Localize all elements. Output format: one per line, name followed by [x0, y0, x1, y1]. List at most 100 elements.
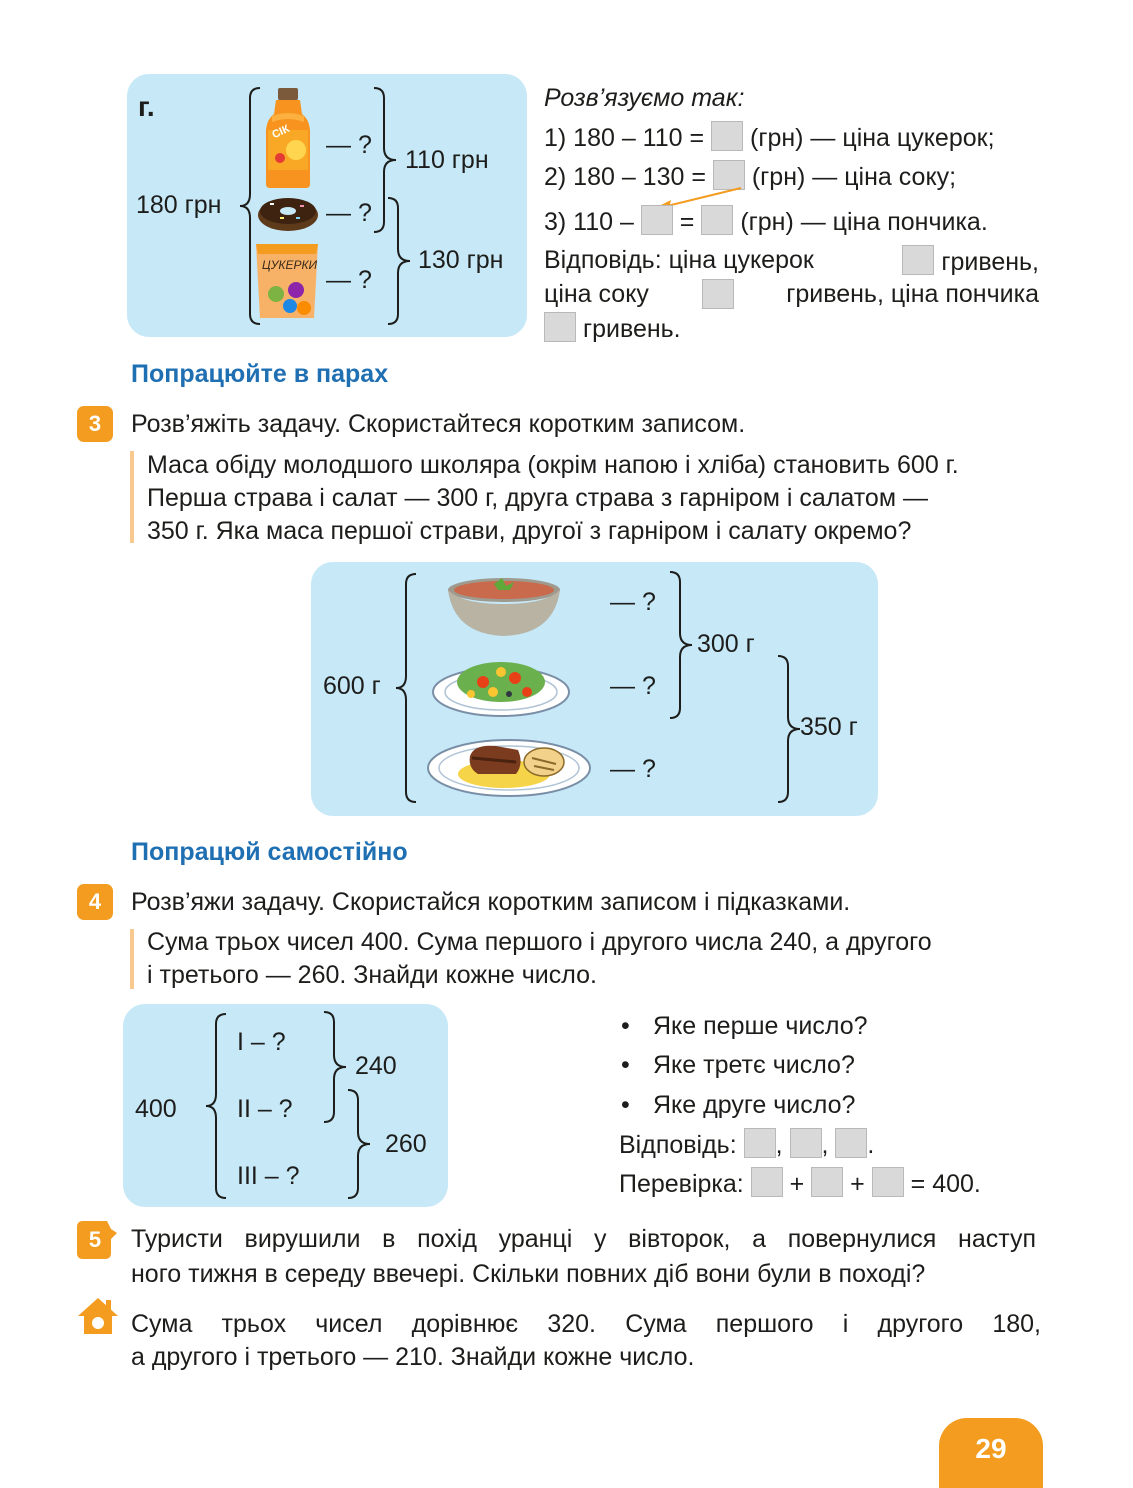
task-4-check-label: Перевірка: — [619, 1170, 744, 1198]
task-4-prompt: Розв’яжи задачу. Скористайся коротким за… — [131, 888, 851, 916]
answer-juice-box[interactable] — [701, 279, 734, 309]
task-5-line-2: ного тижня в середу ввечері. Скільки пов… — [131, 1260, 926, 1288]
hint-2-text: Яке третє число? — [653, 1051, 855, 1079]
answer-1-a: Відповідь: ціна цукерок — [544, 246, 814, 274]
soup-question: — ? — [610, 588, 656, 616]
answer-1-b: гривень, — [941, 248, 1039, 276]
step-1-expr: 1) 180 – 110 = — [544, 124, 705, 152]
task-4-sum-260: 260 — [385, 1130, 427, 1158]
task-5-line-1: Туристи вирушили в похід уранці у вівтор… — [131, 1225, 1036, 1253]
soup-bowl-image — [448, 578, 560, 636]
task-3-total: 600 г — [323, 672, 381, 700]
steak-question: — ? — [610, 755, 656, 783]
step-2: 2) 180 – 130 = (грн) — ціна соку; — [544, 160, 956, 192]
hint-3-text: Яке друге число? — [653, 1091, 856, 1119]
step-3: 3) 110 – = (грн) — ціна пончика. — [544, 205, 988, 237]
task-3-left-brace — [395, 573, 417, 803]
answer-3: гривень. — [582, 315, 681, 343]
answer-line-2: ціна соку гривень, ціна пончика — [544, 279, 1039, 309]
task-3-brace-300 — [669, 571, 693, 719]
hint-bullet: • — [621, 1051, 630, 1079]
task-3-sum-300: 300 г — [697, 630, 755, 658]
donut-image — [258, 198, 318, 231]
task-4-answer-box-1[interactable] — [743, 1128, 776, 1158]
answer-2-a: ціна соку — [544, 280, 649, 308]
salad-plate-image — [432, 662, 570, 717]
task-5-badge: 5 — [88, 1227, 102, 1252]
task-4-brace-240 — [323, 1011, 347, 1123]
task-g-sum-130: 130 грн — [418, 246, 504, 274]
solve-title: Розв’язуємо так: — [544, 84, 745, 112]
candy-question: — ? — [326, 266, 372, 294]
task-4-answer: Відповідь: , , . — [619, 1128, 874, 1160]
task-4-number-1: I – ? — [237, 1028, 286, 1056]
step-3-box-b[interactable] — [701, 205, 734, 235]
home-icon — [78, 1298, 118, 1334]
task-5-badge-shape — [77, 1221, 117, 1259]
task-3-line-1: Маса обіду молодшого школяра (окрім напо… — [147, 451, 959, 479]
donut-question: — ? — [326, 199, 372, 227]
task-4-line-1: Сума трьох чисел 400. Сума першого і дру… — [147, 928, 932, 956]
step-1: 1) 180 – 110 = (грн) — ціна цукерок; — [544, 121, 995, 153]
task-4-panel — [123, 1004, 448, 1207]
task-4-answer-box-2[interactable] — [789, 1128, 822, 1158]
candy-bag-label: ЦУКЕРКИ — [262, 258, 318, 272]
task-4-answer-box-3[interactable] — [835, 1128, 868, 1158]
task-g-brace-130 — [387, 197, 411, 325]
task-3-quote-bar — [130, 451, 134, 543]
candy-bag-image — [256, 244, 318, 318]
answer-candy-box[interactable] — [902, 245, 935, 275]
homework-line-1: Сума трьох чисел дорівнює 320. Сума перш… — [131, 1310, 1041, 1338]
step-2-answer-box[interactable] — [712, 160, 745, 190]
step-3-eq: = — [679, 208, 695, 236]
task-4-number-2: II – ? — [237, 1095, 293, 1123]
step-2-expr: 2) 180 – 130 = — [544, 163, 706, 191]
hint-bullet: • — [621, 1091, 630, 1119]
task-4-check: Перевірка: + + = 400. — [619, 1167, 981, 1199]
task-4-check-box-2[interactable] — [811, 1167, 844, 1197]
step-1-answer-box[interactable] — [711, 121, 744, 151]
step-1-desc: (грн) — ціна цукерок; — [750, 124, 995, 152]
hint-bullet: • — [621, 1012, 630, 1040]
task-3-sum-350: 350 г — [800, 713, 858, 741]
task-3-brace-350 — [777, 655, 801, 803]
section-self-heading: Попрацюй самостійно — [131, 838, 408, 866]
task-4-total: 400 — [135, 1095, 177, 1123]
step-3-box-a[interactable] — [640, 205, 673, 235]
task-g-sum-110: 110 грн — [405, 146, 489, 174]
hint-1: • Яке перше число? — [621, 1011, 868, 1041]
task-4-brace-260 — [347, 1089, 371, 1199]
answer-2-b: гривень, ціна пончика — [786, 280, 1039, 308]
task-g-left-brace — [239, 87, 261, 325]
section-pairs-heading: Попрацюйте в парах — [131, 360, 389, 388]
task-4-check-result: = 400. — [910, 1170, 981, 1198]
hint-1-text: Яке перше число? — [653, 1012, 868, 1040]
task-4-sum-240: 240 — [355, 1052, 397, 1080]
juice-bottle-image — [266, 88, 310, 188]
task-g-panel — [127, 74, 527, 337]
answer-line-3: гривень. — [544, 312, 681, 344]
hint-2: • Яке третє число? — [621, 1050, 855, 1080]
step-3-desc: (грн) — ціна пончика. — [740, 208, 988, 236]
task-g-brace-110 — [373, 87, 397, 233]
task-3-prompt: Розв’яжіть задачу. Скористайтеся коротки… — [131, 410, 746, 438]
task-4-number-3: III – ? — [237, 1162, 300, 1190]
answer-donut-box[interactable] — [544, 312, 576, 342]
task-4-left-brace — [205, 1013, 227, 1199]
task-4-check-box-1[interactable] — [750, 1167, 783, 1197]
step-2-desc: (грн) — ціна соку; — [751, 163, 957, 191]
task-4-badge: 4 — [77, 884, 113, 920]
task-g-letter: г. — [138, 91, 155, 122]
task-3-line-2: Перша страва і салат — 300 г, друга стра… — [147, 484, 928, 512]
task-3-line-3: 350 г. Яка маса першої страви, другої з … — [147, 517, 912, 545]
hint-3: • Яке друге число? — [621, 1090, 855, 1120]
task-4-check-box-3[interactable] — [871, 1167, 904, 1197]
salad-question: — ? — [610, 672, 656, 700]
step-3-expr: 3) 110 – — [544, 208, 634, 236]
juice-question: — ? — [326, 131, 372, 159]
task-4-quote-bar — [130, 929, 134, 989]
page-number: 29 — [939, 1418, 1043, 1488]
task-3-badge: 3 — [77, 406, 113, 442]
task-g-total: 180 грн — [136, 191, 222, 219]
answer-line-1: Відповідь: ціна цукерок гривень, — [544, 245, 1039, 277]
